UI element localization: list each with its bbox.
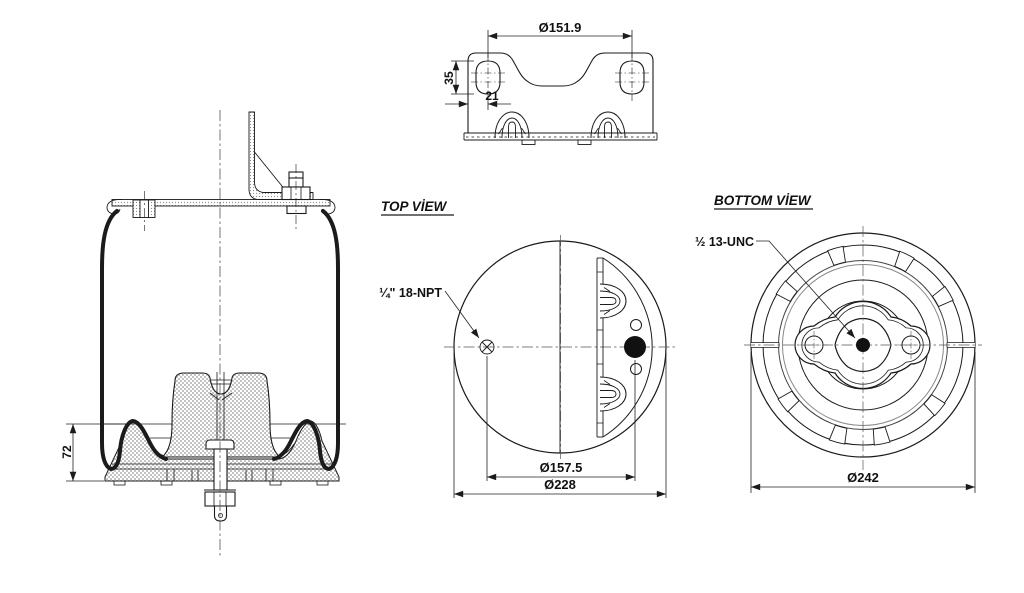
dimension-35: 35 <box>442 60 474 95</box>
dim-72-text: 72 <box>60 445 74 459</box>
side-view: 72 <box>60 110 346 558</box>
top-view: TOP VİEW ¼" 18-NPT <box>379 199 676 498</box>
plate-curve-edge <box>602 257 653 438</box>
top-stud-and-nut <box>281 171 311 215</box>
dimension-21: 21 <box>445 89 511 110</box>
bracket-outline <box>467 52 654 134</box>
piston-vase <box>161 372 281 458</box>
stud-label: ½ 13-UNC <box>695 235 754 249</box>
bellows-wall-right <box>272 209 340 472</box>
rivet-hole-upper <box>630 319 642 331</box>
combo-stud <box>624 336 646 358</box>
bellows-wall-left <box>100 209 168 472</box>
top-view-clip-lower <box>599 376 627 412</box>
dimension-228: Ø228 <box>453 352 667 498</box>
bracket-top-view: Ø151.9 35 21 <box>442 20 658 145</box>
air-fitting-label: ¼" 18-NPT <box>379 286 442 300</box>
dim-228-text: Ø228 <box>544 477 576 492</box>
top-plate <box>111 199 331 207</box>
bracket-clip-left <box>494 111 530 139</box>
dimension-151-9: Ø151.9 <box>487 20 633 58</box>
slot-centerlines <box>471 54 649 101</box>
bracket-plate <box>248 111 314 200</box>
vase-stud-channel <box>209 372 233 440</box>
dimension-72: 72 <box>60 423 130 482</box>
bottom-view-title: BOTTOM VİEW <box>714 193 812 208</box>
dim-157-5-text: Ø157.5 <box>540 460 583 475</box>
stud-tip <box>856 338 870 352</box>
top-view-title: TOP VİEW <box>381 199 448 214</box>
dim-35-text: 35 <box>442 71 456 85</box>
rivet-hole-lower <box>630 363 642 375</box>
dimension-157-5: Ø157.5 <box>486 356 636 481</box>
air-fitting-port <box>479 339 495 355</box>
bracket-bottom-strip <box>463 132 658 145</box>
air-bushing <box>132 199 156 218</box>
dim-242-text: Ø242 <box>847 470 879 485</box>
air-fitting-leader <box>444 290 480 339</box>
dim-21-text: 21 <box>485 89 499 103</box>
bottom-view: BOTTOM VİEW <box>695 193 982 493</box>
top-view-clip-upper <box>599 283 627 319</box>
bracket-gusset-line <box>254 151 287 192</box>
dimension-242: Ø242 <box>750 352 976 493</box>
bracket-clip-right <box>590 111 626 139</box>
dim-151-9-text: Ø151.9 <box>539 20 582 35</box>
stud-leader <box>756 240 856 339</box>
